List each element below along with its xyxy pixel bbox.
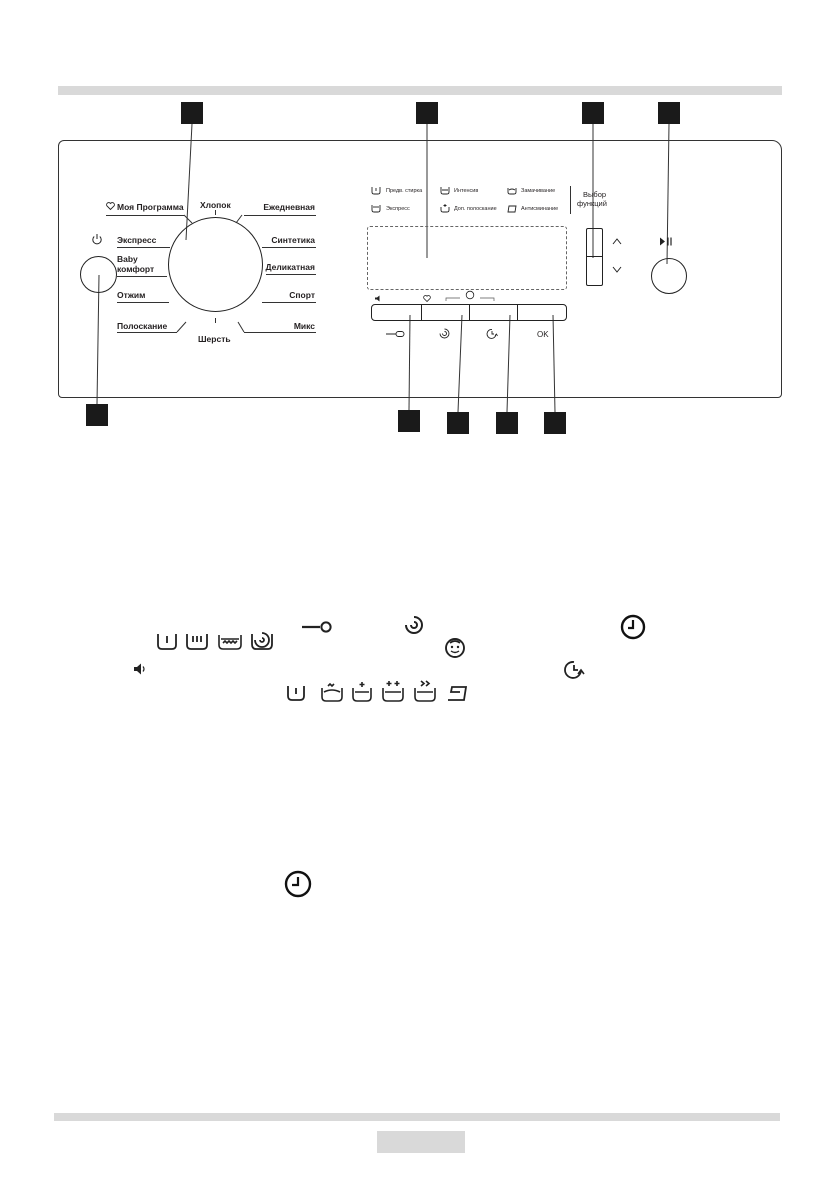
legend-prewash: Предв. стирка	[386, 188, 423, 194]
speaker-icon	[375, 295, 380, 302]
dial-label-rinse: Полоскание	[117, 321, 168, 331]
legend-separator	[570, 186, 571, 214]
child-face-icon	[445, 638, 465, 658]
anticrease-icon	[448, 686, 468, 701]
callout-display	[416, 102, 438, 124]
double-extra-rinse-icon	[382, 681, 404, 702]
speaker-icon	[134, 663, 145, 675]
dial-tick-top	[215, 210, 216, 215]
legend-express: Экспресс	[386, 206, 410, 212]
anticrease-icon	[507, 205, 517, 213]
play-pause-icon	[660, 237, 672, 246]
dial-rule-sport	[262, 302, 316, 303]
prewash-icon	[371, 187, 381, 195]
callout-function-select	[582, 102, 604, 124]
dial-rule-my-program	[106, 215, 184, 216]
callout-button-3	[496, 412, 518, 434]
dial-label-top: Хлопок	[200, 200, 231, 210]
prewash-icon	[157, 634, 177, 650]
temperature-icon	[302, 621, 332, 633]
clock-icon	[620, 614, 646, 640]
callout-dial	[181, 102, 203, 124]
legend-anticrease: Антисминание	[521, 206, 559, 212]
dial-label-delicate: Деликатная	[265, 262, 315, 272]
rinse-icon	[218, 635, 242, 650]
callout-start-pause	[658, 102, 680, 124]
chevron-up-icon	[612, 238, 622, 245]
dial-label-bottom: Шерсть	[198, 334, 231, 344]
dial-label-spin: Отжим	[117, 290, 146, 300]
dial-label-baby-1: Baby	[117, 254, 138, 264]
dial-rule-baby	[117, 276, 167, 277]
dial-rule-spin	[117, 302, 169, 303]
clock-icon	[284, 870, 312, 898]
top-rule	[58, 86, 782, 95]
page-number-box	[377, 1131, 465, 1153]
dial-rule-express	[117, 247, 170, 248]
program-dial[interactable]	[168, 217, 263, 312]
function-select-label-2: функций	[577, 199, 607, 208]
bottom-rule	[54, 1113, 780, 1121]
child-lock-bracket	[445, 290, 495, 301]
prewash-icon	[287, 686, 305, 701]
dial-label-mix: Микс	[293, 321, 315, 331]
quick-rinse-icon	[414, 680, 436, 702]
main-wash-icon	[186, 634, 208, 650]
power-button[interactable]	[80, 256, 117, 293]
chevron-down-icon	[612, 266, 622, 273]
ok-button[interactable]	[517, 304, 567, 321]
dial-label-synthetics: Синтетика	[271, 235, 315, 245]
soak-icon	[321, 682, 343, 702]
power-icon	[92, 234, 102, 245]
function-select-label-1: Выбор	[583, 190, 607, 199]
temperature-icon	[386, 331, 405, 337]
callout-power	[86, 404, 108, 426]
delay-timer-icon	[564, 661, 585, 679]
spin-icon	[439, 328, 450, 339]
legend-intensive: Интенсив	[454, 188, 479, 194]
callout-button-4	[544, 412, 566, 434]
soak-icon	[507, 188, 517, 195]
dial-label-baby-2: комфорт	[117, 264, 155, 274]
control-panel	[58, 140, 782, 398]
intensive-icon	[440, 187, 450, 195]
display-window	[367, 226, 567, 290]
function-up-button[interactable]	[586, 228, 603, 257]
heart-icon	[423, 295, 431, 303]
heart-icon	[106, 202, 115, 211]
start-pause-button[interactable]	[651, 258, 687, 294]
dial-label-daily: Ежедневная	[263, 202, 315, 212]
spin-icon	[405, 616, 423, 634]
dial-rule-daily	[244, 215, 316, 216]
delay-timer-icon	[486, 329, 498, 339]
temperature-button[interactable]	[371, 304, 422, 321]
dial-tick-bottom	[215, 318, 216, 323]
dial-label-sport: Спорт	[289, 290, 315, 300]
callout-button-2	[447, 412, 469, 434]
legend-extra-rinse: Доп. полоскание	[454, 206, 497, 212]
callout-button-1	[398, 410, 420, 432]
dial-rule-delicate	[266, 274, 316, 275]
dial-rule-rinse	[117, 332, 177, 333]
spin-button[interactable]	[421, 304, 470, 321]
delay-button[interactable]	[469, 304, 518, 321]
function-down-button[interactable]	[586, 256, 603, 286]
extra-rinse-icon	[440, 204, 450, 213]
dial-label-my-program: Моя Программа	[117, 202, 184, 212]
legend-soak: Замачивание	[521, 188, 556, 194]
express-icon	[371, 205, 381, 213]
extra-rinse-icon	[352, 682, 372, 702]
dial-rule-mix	[244, 332, 316, 333]
dial-rule-synthetics	[262, 247, 316, 248]
ok-label: OK	[537, 330, 549, 339]
spin-wash-icon	[251, 632, 273, 650]
dial-label-express: Экспресс	[117, 235, 157, 245]
